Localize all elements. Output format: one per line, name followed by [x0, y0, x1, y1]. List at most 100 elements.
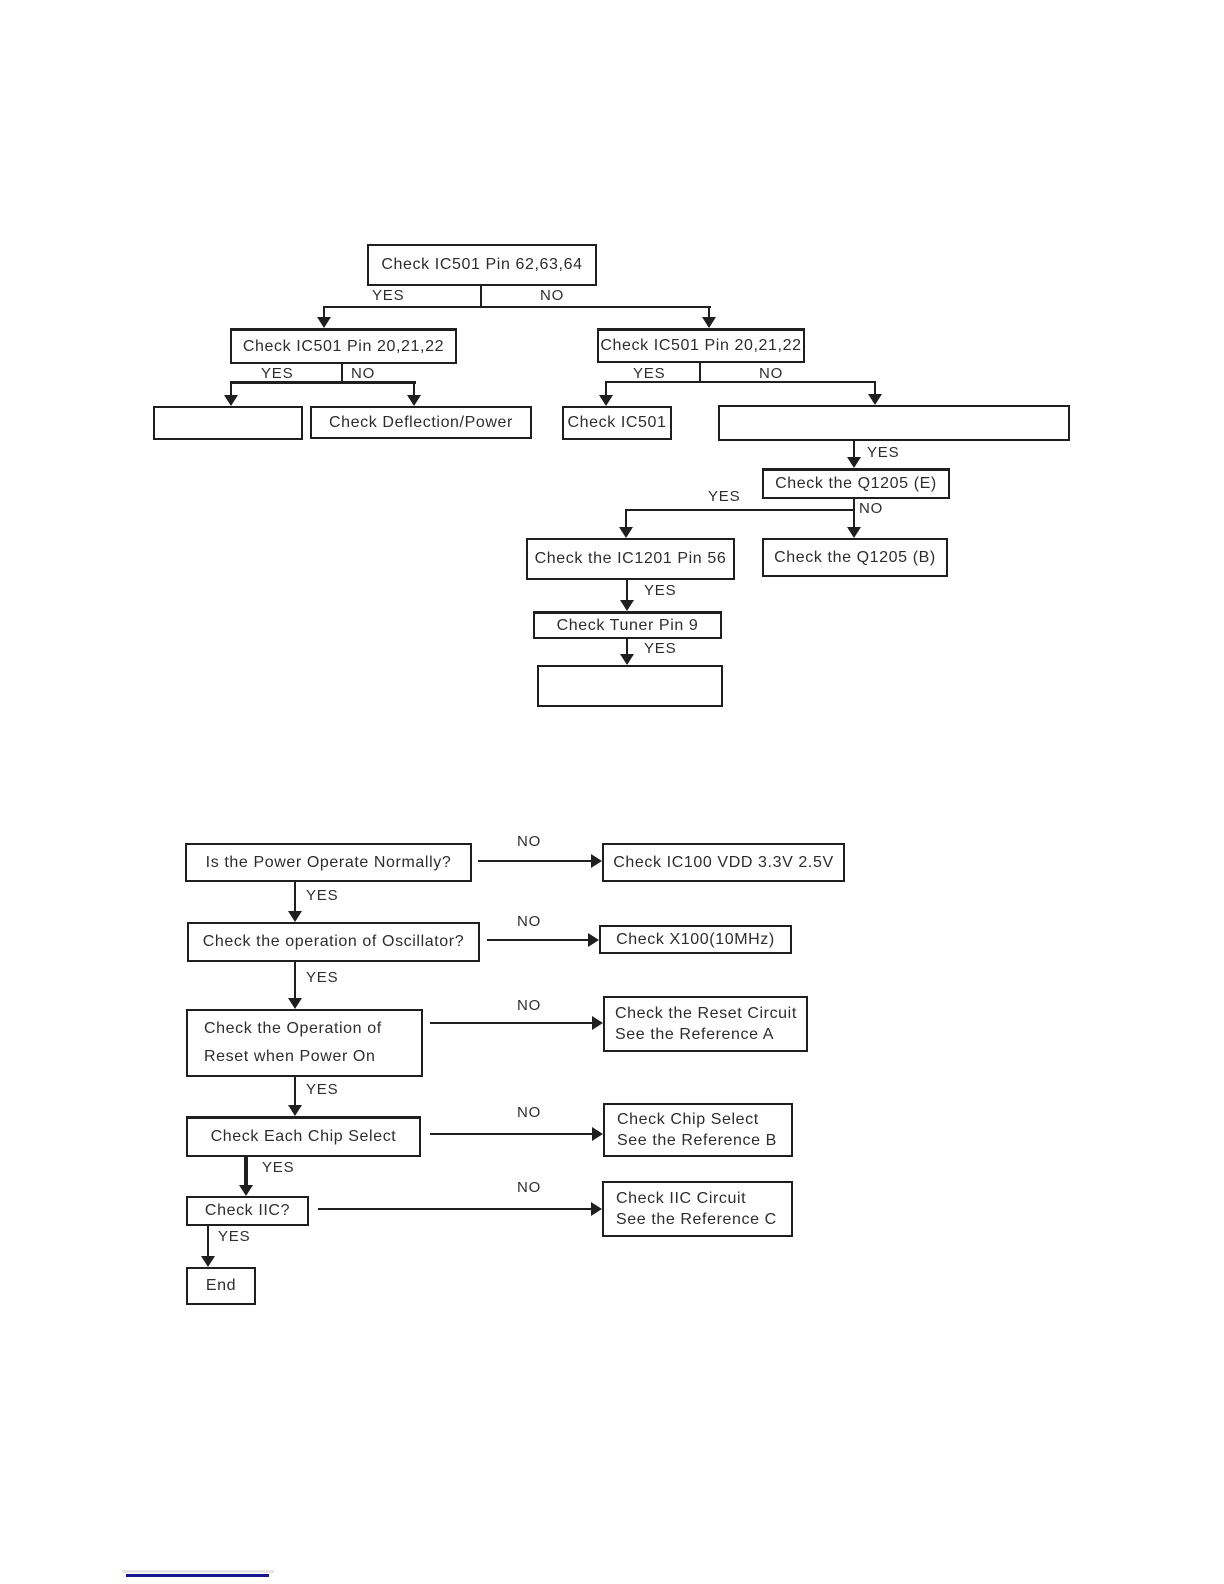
node-label: Check X100(10MHz)	[616, 930, 775, 948]
yes-label: YES	[306, 887, 339, 904]
node-label: Check IC501	[567, 414, 667, 431]
node-left-check-ic501-pin20: Check IC501 Pin 20,21,22	[230, 328, 457, 364]
node-right-no-result-empty	[718, 405, 1070, 441]
yes-label: YES	[372, 287, 405, 304]
node-right-check-ic501-pin20: Check IC501 Pin 20,21,22	[597, 328, 805, 363]
arrowhead-down	[599, 395, 613, 406]
arrowhead-down	[288, 998, 302, 1009]
connector-line	[341, 364, 343, 383]
connector-line	[605, 381, 876, 383]
node-label: End	[205, 1277, 237, 1294]
connector-line	[413, 381, 415, 397]
connector-line	[294, 882, 296, 913]
footer-rule-shadow	[122, 1570, 274, 1573]
connector-line	[626, 639, 628, 656]
connector-line	[853, 441, 855, 459]
node-label: Check the Q1205 (B)	[774, 548, 936, 566]
arrowhead-down	[317, 317, 331, 328]
connector-line	[478, 860, 592, 862]
node-left-yes-result-empty	[153, 406, 303, 440]
node-check-reset-circuit: Check the Reset Circuit See the Referenc…	[603, 996, 808, 1052]
arrowhead-down	[702, 317, 716, 328]
connector-line	[324, 306, 711, 308]
node-final-result-empty	[537, 665, 723, 707]
connector-line	[430, 1133, 592, 1135]
connector-line	[230, 381, 232, 397]
connector-line	[708, 306, 710, 319]
connector-line	[853, 499, 855, 529]
connector-line	[625, 509, 627, 529]
node-check-x100: Check X100(10MHz)	[599, 925, 792, 954]
no-label: NO	[517, 1179, 542, 1196]
node-check-ic100-vdd: Check IC100 VDD 3.3V 2.5V	[602, 843, 845, 882]
connector-line	[487, 939, 589, 941]
node-check-oscillator: Check the operation of Oscillator?	[187, 922, 480, 962]
no-label: NO	[859, 500, 884, 517]
node-check-iic: Check IIC?	[186, 1196, 309, 1226]
connector-line	[207, 1226, 209, 1258]
yes-label: YES	[867, 444, 900, 461]
node-label: Check Each Chip Select	[210, 1128, 397, 1145]
node-check-q1205-b: Check the Q1205 (B)	[762, 538, 948, 577]
arrowhead-down	[288, 911, 302, 922]
yes-label: YES	[633, 365, 666, 382]
arrowhead-down	[868, 394, 882, 405]
node-label: Is the Power Operate Normally?	[205, 853, 452, 871]
no-label: NO	[540, 287, 565, 304]
node-label-line2: See the Reference C	[616, 1210, 777, 1228]
no-label: NO	[517, 913, 542, 930]
arrowhead-right	[592, 1127, 603, 1141]
node-check-q1205-e: Check the Q1205 (E)	[762, 468, 950, 499]
node-label: Check Deflection/Power	[329, 413, 513, 431]
yes-label: YES	[644, 640, 677, 657]
node-check-ic501-pin62: Check IC501 Pin 62,63,64	[367, 244, 597, 286]
node-check-each-chip-select: Check Each Chip Select	[186, 1116, 421, 1157]
node-label-line2: See the Reference B	[617, 1131, 777, 1149]
node-chip-select-reference: Check Chip Select See the Reference B	[603, 1103, 793, 1157]
connector-line	[480, 286, 482, 308]
yes-label: YES	[306, 969, 339, 986]
node-label: Check the Q1205 (E)	[775, 475, 937, 492]
yes-label: YES	[261, 365, 294, 382]
connector-line	[230, 381, 416, 384]
arrowhead-right	[588, 933, 599, 947]
connector-line	[318, 1208, 591, 1210]
node-check-deflection-power: Check Deflection/Power	[310, 406, 532, 439]
node-label: Check IC501 Pin 62,63,64	[381, 256, 583, 273]
node-check-reset-operation: Check the Operation of Reset when Power …	[186, 1009, 423, 1077]
connector-line	[626, 509, 855, 511]
node-check-tuner-pin9: Check Tuner Pin 9	[533, 611, 722, 639]
arrowhead-down	[847, 527, 861, 538]
node-label-line1: Check Chip Select	[617, 1110, 759, 1128]
node-label-line1: Check the Operation of	[204, 1020, 382, 1037]
node-label: Check IIC?	[204, 1202, 291, 1219]
yes-label: YES	[262, 1159, 295, 1176]
footer-rule	[126, 1574, 269, 1577]
no-label: NO	[517, 997, 542, 1014]
no-label: NO	[759, 365, 784, 382]
yes-label: YES	[708, 488, 741, 505]
no-label: NO	[517, 1104, 542, 1121]
node-label: Check IC501 Pin 20,21,22	[242, 337, 445, 355]
arrowhead-down	[407, 395, 421, 406]
node-label: Check Tuner Pin 9	[556, 616, 699, 634]
yes-label: YES	[306, 1081, 339, 1098]
node-label-line2: See the Reference A	[615, 1025, 775, 1043]
arrowhead-down	[201, 1256, 215, 1267]
no-label: NO	[351, 365, 376, 382]
connector-line	[244, 1157, 248, 1187]
connector-line	[430, 1022, 592, 1024]
node-label: Check IC501 Pin 20,21,22	[600, 337, 802, 354]
connector-line	[874, 381, 876, 396]
connector-line	[323, 306, 325, 319]
node-label-line2: Reset when Power On	[204, 1048, 376, 1065]
yes-label: YES	[644, 582, 677, 599]
node-iic-circuit-reference: Check IIC Circuit See the Reference C	[602, 1181, 793, 1237]
arrowhead-right	[592, 1016, 603, 1030]
arrowhead-right	[591, 854, 602, 868]
no-label: NO	[517, 833, 542, 850]
node-check-ic501: Check IC501	[562, 406, 672, 440]
node-label: Check the IC1201 Pin 56	[534, 550, 727, 567]
connector-line	[699, 363, 701, 383]
